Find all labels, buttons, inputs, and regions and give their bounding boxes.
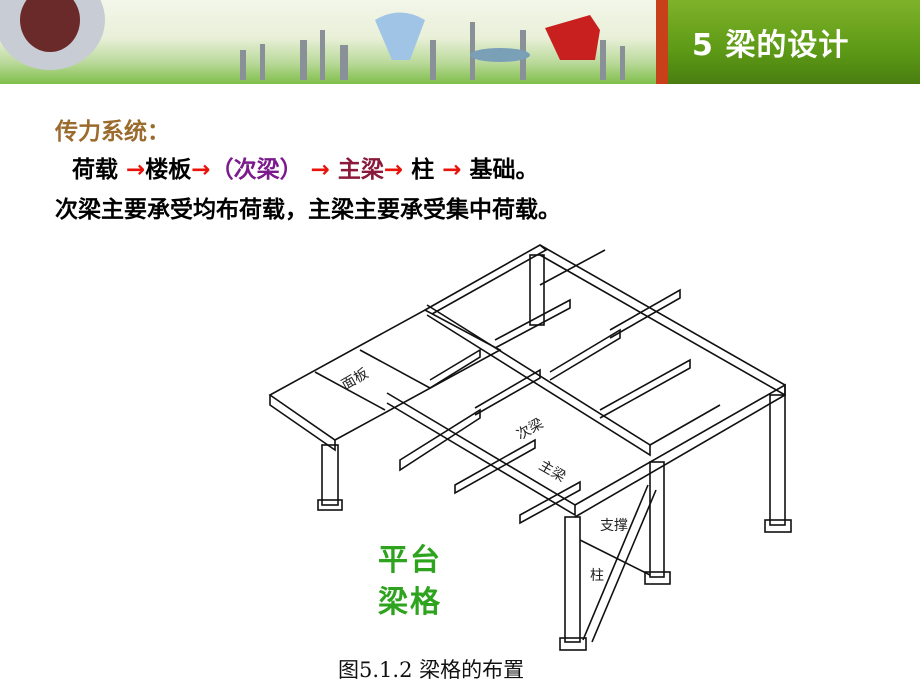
figure-caption: 图5.1.2 梁格的布置 (338, 658, 525, 682)
city-skyline-illustration (0, 0, 625, 80)
chain-load: 荷载 (72, 157, 118, 183)
back-edge-beam (424, 244, 548, 315)
chain-slab: 楼板 (145, 157, 192, 183)
secondary-beam (519, 480, 581, 525)
label-main-beam: 主梁 (536, 458, 568, 486)
heading-force-transfer: 传力系统： (55, 119, 170, 145)
front-edge-beam (574, 383, 786, 518)
chain-foundation: 基础。 (469, 157, 539, 183)
overlay-line-2: 梁格 (378, 585, 442, 620)
chain-column: 柱 (411, 157, 435, 183)
arrow-icon: → (442, 157, 462, 183)
arrow-icon: → (191, 157, 211, 183)
column (649, 461, 665, 578)
slide-title: 5 梁的设计 (692, 28, 850, 63)
force-chain: 荷载 →楼板→（次梁） → 主梁→ 柱 → 基础。 (72, 150, 539, 184)
main-beam (386, 392, 576, 517)
header-accent-stripe (656, 0, 668, 84)
label-brace: 支撑 (600, 518, 628, 534)
overlay-line-1: 平台 (378, 543, 442, 578)
platform-beam-grid-label: 平台 梁格 (378, 540, 442, 624)
chain-secondary-beam: （次梁） (210, 157, 303, 183)
secondary-beam (399, 408, 481, 472)
chain-main-beam: 主梁 (337, 157, 384, 183)
arrow-icon: → (310, 157, 330, 183)
header-banner-image (0, 0, 656, 84)
title-box (668, 0, 920, 84)
column (564, 516, 581, 643)
arrow-icon: → (383, 157, 404, 183)
label-secondary-beam: 次梁 (514, 416, 546, 444)
brace (582, 484, 649, 641)
secondary-beam (454, 438, 536, 495)
label-column: 柱 (590, 568, 604, 584)
load-note: 次梁主要承受均布荷载，主梁主要承受集中荷载。 (55, 197, 561, 223)
column (769, 394, 786, 526)
right-edge-beam (539, 244, 786, 397)
arrow-icon: → (126, 157, 146, 183)
column (321, 444, 339, 506)
main-beam (426, 304, 651, 457)
